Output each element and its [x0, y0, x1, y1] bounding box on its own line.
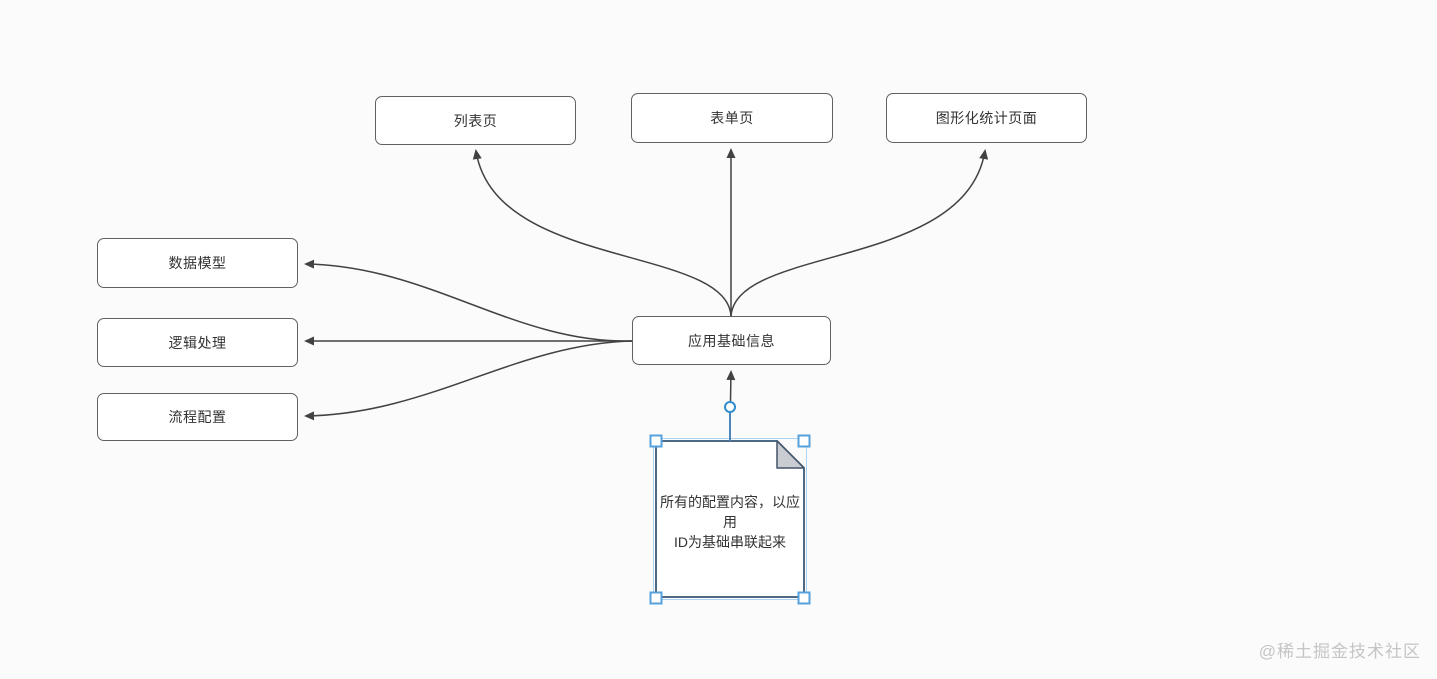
watermark-text: @稀土掘金技术社区: [1258, 642, 1421, 661]
connector-endpoint-circle[interactable]: [724, 401, 736, 413]
node-form-page[interactable]: 表单页: [631, 93, 833, 143]
selection-handle-top-right[interactable]: [797, 434, 811, 448]
node-app-base-info-label: 应用基础信息: [688, 332, 775, 349]
selection-handle-bottom-right[interactable]: [797, 591, 811, 605]
edge-appbase-to-stats-page[interactable]: [730, 149, 989, 317]
node-data-model-label: 数据模型: [168, 255, 227, 271]
note-fold-corner: [776, 440, 805, 469]
node-flow-config[interactable]: 流程配置: [97, 393, 298, 441]
edge-appbase-to-flow-config[interactable]: [304, 340, 633, 421]
selection-handle-top-left[interactable]: [649, 434, 663, 448]
node-list-page-label: 列表页: [453, 112, 498, 129]
node-data-model[interactable]: 数据模型: [97, 238, 298, 288]
node-list-page[interactable]: 列表页: [375, 96, 576, 145]
node-flow-config-label: 流程配置: [168, 409, 227, 425]
note-connector-arrow-segment[interactable]: [726, 370, 736, 402]
edge-appbase-to-data-model[interactable]: [304, 259, 633, 342]
node-app-base-info[interactable]: 应用基础信息: [632, 316, 831, 365]
node-form-page-label: 表单页: [710, 110, 754, 126]
edge-appbase-to-list-page[interactable]: [472, 149, 732, 317]
note-text-line-2: ID为基础串联起来: [674, 534, 786, 550]
note-text: 所有的配置内容，以应用 ID为基础串联起来: [656, 492, 804, 552]
note-text-line-1: 所有的配置内容，以应用: [660, 494, 800, 530]
note-shape[interactable]: [655, 440, 805, 598]
node-logic-process[interactable]: 逻辑处理: [97, 318, 298, 367]
node-stats-page[interactable]: 图形化统计页面: [886, 93, 1087, 143]
selection-handle-bottom-left[interactable]: [649, 591, 663, 605]
node-logic-process-label: 逻辑处理: [168, 334, 227, 351]
node-stats-page-label: 图形化统计页面: [935, 110, 1038, 126]
